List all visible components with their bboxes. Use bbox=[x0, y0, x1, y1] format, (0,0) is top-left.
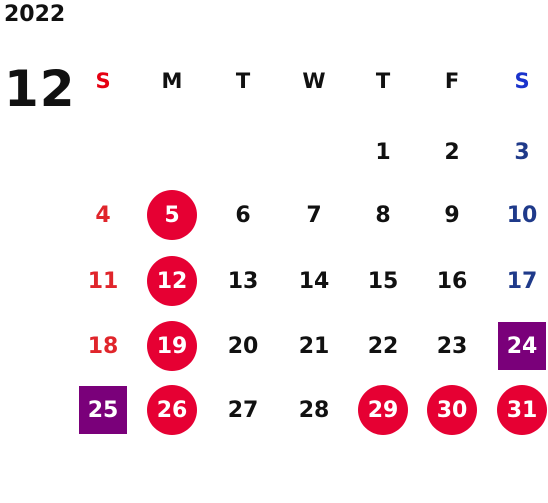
weekday-header-monday: M bbox=[161, 69, 183, 93]
calendar-day-16[interactable]: 16 bbox=[436, 268, 468, 294]
weekday-header-tuesday: T bbox=[235, 69, 251, 93]
calendar-day-18[interactable]: 18 bbox=[87, 333, 119, 359]
calendar-day-23[interactable]: 23 bbox=[436, 333, 468, 359]
calendar-day-7[interactable]: 7 bbox=[306, 202, 322, 228]
calendar-day-29-holiday-circle[interactable]: 29 bbox=[358, 385, 408, 435]
calendar-day-24-highlight-square[interactable]: 24 bbox=[498, 322, 546, 370]
calendar-day-12-holiday-circle[interactable]: 12 bbox=[147, 256, 197, 306]
calendar-day-6[interactable]: 6 bbox=[235, 202, 251, 228]
calendar-day-13[interactable]: 13 bbox=[227, 268, 259, 294]
calendar-day-10[interactable]: 10 bbox=[506, 202, 538, 228]
calendar-day-5-holiday-circle[interactable]: 5 bbox=[147, 190, 197, 240]
calendar-day-11[interactable]: 11 bbox=[87, 268, 119, 294]
calendar-day-25-highlight-square[interactable]: 25 bbox=[79, 386, 127, 434]
calendar-day-19-holiday-circle[interactable]: 19 bbox=[147, 321, 197, 371]
calendar-day-22[interactable]: 22 bbox=[367, 333, 399, 359]
calendar-day-20[interactable]: 20 bbox=[227, 333, 259, 359]
calendar-day-2[interactable]: 2 bbox=[444, 139, 460, 165]
calendar-day-31-holiday-circle[interactable]: 31 bbox=[497, 385, 547, 435]
weekday-header-wednesday: W bbox=[302, 69, 326, 93]
month-number: 12 bbox=[4, 60, 76, 118]
calendar-day-28[interactable]: 28 bbox=[298, 397, 330, 423]
weekday-header-thursday: T bbox=[375, 69, 391, 93]
calendar-day-15[interactable]: 15 bbox=[367, 268, 399, 294]
calendar-day-26-holiday-circle[interactable]: 26 bbox=[147, 385, 197, 435]
calendar-day-17[interactable]: 17 bbox=[506, 268, 538, 294]
calendar-day-14[interactable]: 14 bbox=[298, 268, 330, 294]
calendar-day-30-holiday-circle[interactable]: 30 bbox=[427, 385, 477, 435]
calendar-day-3[interactable]: 3 bbox=[514, 139, 530, 165]
calendar-day-1[interactable]: 1 bbox=[375, 139, 391, 165]
weekday-header-saturday: S bbox=[514, 69, 530, 93]
weekday-header-sunday: S bbox=[95, 69, 111, 93]
year-label: 2022 bbox=[4, 2, 66, 27]
calendar-day-4[interactable]: 4 bbox=[95, 202, 111, 228]
weekday-header-friday: F bbox=[444, 69, 460, 93]
calendar-day-8[interactable]: 8 bbox=[375, 202, 391, 228]
calendar-day-21[interactable]: 21 bbox=[298, 333, 330, 359]
calendar-day-9[interactable]: 9 bbox=[444, 202, 460, 228]
calendar-day-27[interactable]: 27 bbox=[227, 397, 259, 423]
